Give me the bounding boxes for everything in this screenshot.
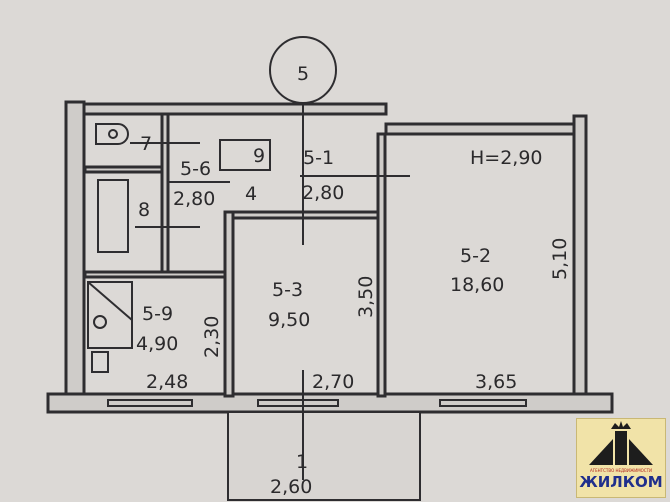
walls (46, 100, 614, 414)
room-5-3-left-wall (223, 210, 235, 398)
top-wall-right (384, 122, 578, 136)
section-number: 5 (297, 63, 309, 85)
bottom-outer-wall (46, 392, 614, 414)
dimension-2-30: 2,30 (201, 316, 223, 358)
logo-subtitle: АГЕНТСТВО НЕДВИЖИМОСТИ (589, 468, 653, 473)
room-5-9-area: 4,90 (136, 333, 178, 355)
right-outer-wall (572, 114, 588, 400)
room-5-1-area: 2,80 (302, 182, 344, 204)
dimension-3-50: 3,50 (355, 276, 377, 318)
room-9-label: 9 (253, 145, 265, 167)
top-wall-left (82, 102, 388, 116)
room-5-9-top-wall (83, 270, 229, 279)
room-5-9-id: 5-9 (142, 303, 173, 325)
dimension-2-48: 2,48 (146, 371, 188, 393)
room-5-2-left-wall (376, 132, 387, 398)
balcony-id: 1 (296, 451, 308, 473)
stove-icon (91, 351, 109, 373)
building-crown-icon (589, 421, 653, 465)
room-5-2-id: 5-2 (460, 245, 491, 267)
room-5-3-top-wall (231, 210, 383, 220)
fixtures (87, 36, 527, 501)
left-outer-wall (64, 100, 86, 412)
room-7-label: 7 (140, 133, 152, 155)
closet-icon (219, 139, 271, 171)
bathtub-icon (97, 179, 129, 253)
room-4-label: 4 (245, 183, 257, 205)
balcony (227, 411, 421, 501)
company-logo: АГЕНТСТВО НЕДВИЖИМОСТИ ЖИЛКОМ (576, 418, 666, 498)
room-5-1-id: 5-1 (303, 147, 334, 169)
bathroom-wall (160, 112, 170, 276)
room-5-6-id: 5-6 (180, 158, 211, 180)
logo-name: ЖИЛКОМ (579, 473, 663, 491)
dimension-3-65: 3,65 (475, 371, 517, 393)
room-8-label: 8 (138, 199, 150, 221)
section-circle (269, 36, 337, 104)
dimension-5-10: 5,10 (549, 238, 571, 280)
room-5-6-area: 2,80 (173, 188, 215, 210)
toilet-wall (83, 165, 164, 174)
room-5-3-id: 5-3 (272, 279, 303, 301)
room-5-2-area: 18,60 (450, 274, 504, 296)
room-5-3-area: 9,50 (268, 309, 310, 331)
toilet-icon (95, 123, 129, 145)
sink-icon (87, 281, 133, 349)
ceiling-height: H=2,90 (470, 147, 543, 169)
dimension-2-70: 2,70 (312, 371, 354, 393)
balcony-area: 2,60 (270, 476, 312, 498)
